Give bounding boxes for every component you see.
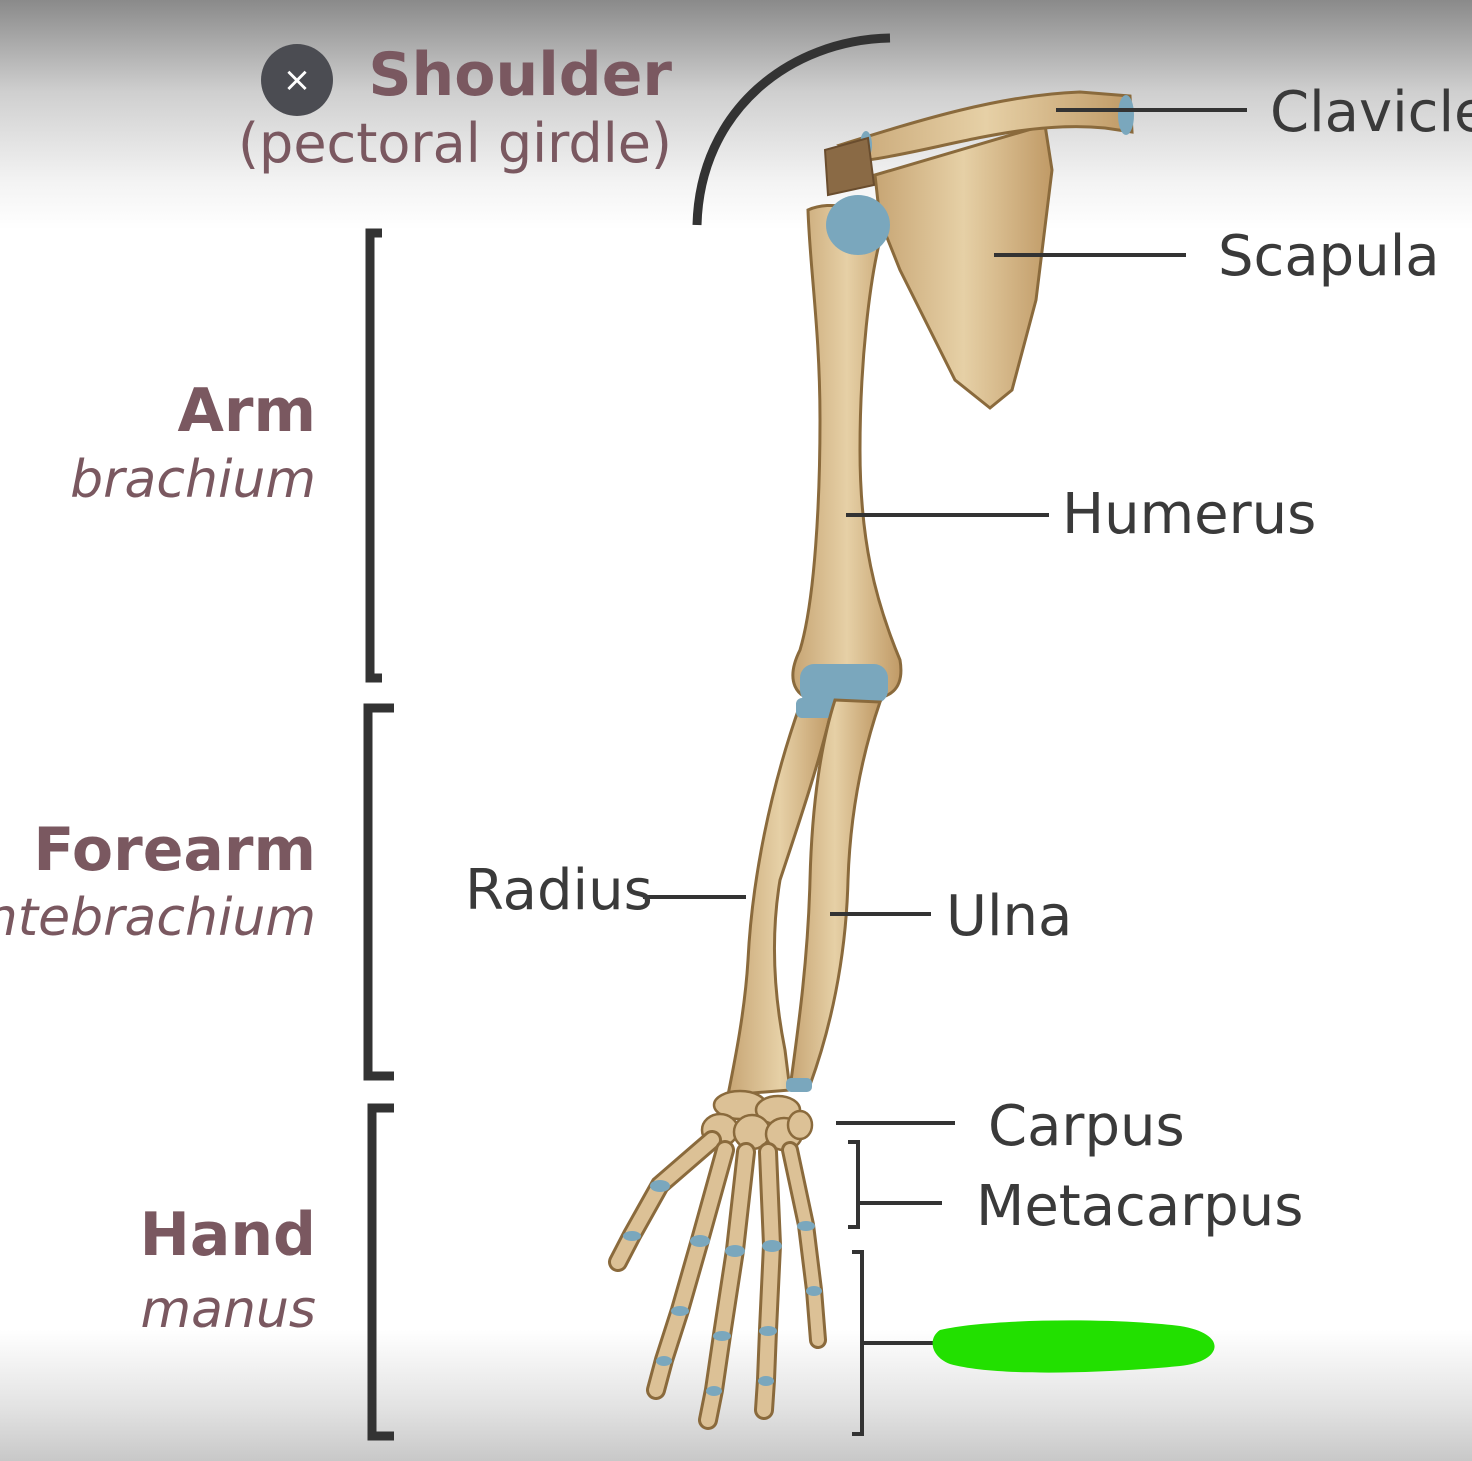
shoulder-title: Shoulder <box>368 40 672 110</box>
radius-head-cartilage <box>796 698 836 718</box>
humerus-label: Humerus <box>1062 482 1317 547</box>
bottom-gradient-overlay <box>0 1330 1472 1461</box>
forearm-bracket <box>363 703 394 1081</box>
hand-title: Hand <box>139 1200 316 1270</box>
arm-title: Arm <box>177 376 316 446</box>
shoulder-subtitle: (pectoral girdle) <box>237 112 672 175</box>
clavicle-cartilage <box>1118 95 1134 135</box>
clavicle-label: Clavicle <box>1270 80 1472 145</box>
arm-bracket <box>365 228 382 683</box>
hand-joint-cartilage <box>623 1180 822 1396</box>
carpus-label: Carpus <box>988 1094 1185 1159</box>
radius-label: Radius <box>465 858 653 923</box>
acromion-process <box>823 136 876 197</box>
redaction-mark <box>932 1320 1215 1373</box>
ulna-label: Ulna <box>946 884 1073 949</box>
humerus-bone <box>791 203 903 702</box>
hand-bones <box>608 1130 827 1430</box>
hand-subtitle: manus <box>140 1280 316 1340</box>
forearm-subtitle: antebrachium <box>0 888 316 948</box>
shoulder-arc <box>692 33 891 226</box>
metacarpus-bracket <box>848 1140 860 1229</box>
scapula-label: Scapula <box>1218 224 1440 289</box>
close-button[interactable]: × <box>261 44 333 116</box>
elbow-cartilage <box>800 664 888 704</box>
scapula-bone <box>873 123 1054 410</box>
arm-subtitle: brachium <box>70 450 316 510</box>
hand-bracket <box>367 1103 394 1441</box>
metacarpus-label: Metacarpus <box>976 1174 1304 1239</box>
humeral-head-cartilage <box>826 195 890 255</box>
leader-lines <box>643 108 1247 1436</box>
ulna-distal-cartilage <box>786 1078 812 1092</box>
phalanges-bracket <box>852 1250 864 1436</box>
forearm-title: Forearm <box>33 815 316 885</box>
